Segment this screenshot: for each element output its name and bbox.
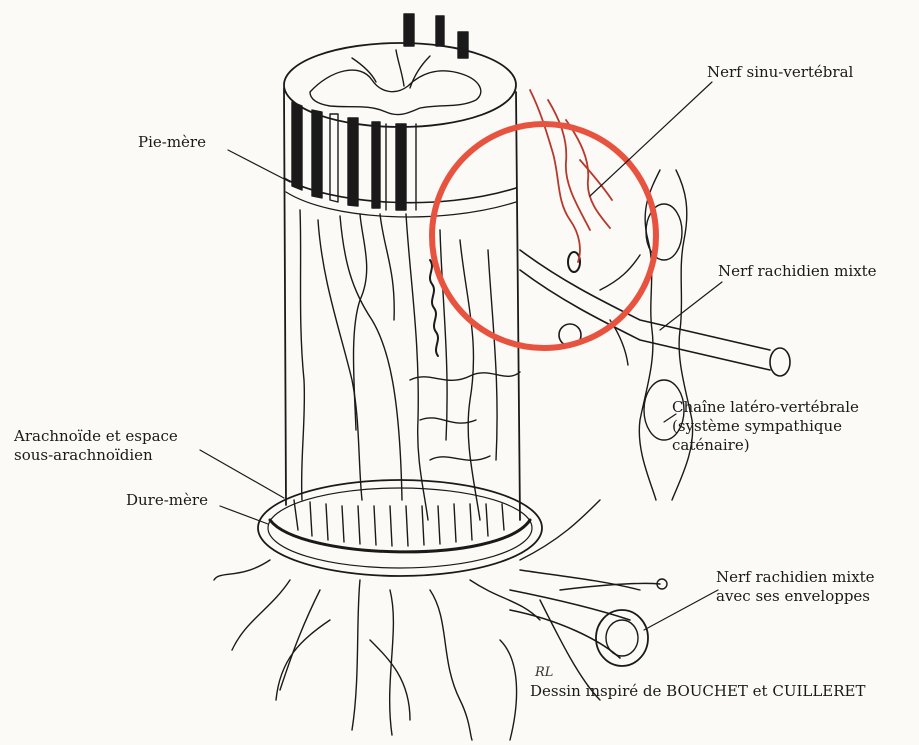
label-chaine-latero-vertebrale: Chaîne latéro-vertébrale (système sympat… [672,398,859,455]
sinu-vertebral-nerve [530,90,612,262]
label-line: avec ses enveloppes [716,587,875,606]
label-dure-mere: Dure-mère [126,491,208,510]
label-line: sous-arachnoïdien [14,446,178,465]
label-pie-mere: Pie-mère [138,133,206,152]
dura-mater-ring [258,480,542,576]
label-line: Chaîne latéro-vertébrale [672,398,859,417]
drawing-credit: Dessin inspiré de BOUCHET et CUILLERET [530,682,866,701]
label-line: caténaire) [672,436,859,455]
label-line: Arachnoïde et espace [14,427,178,446]
spinal-cord-cylinder [284,14,520,520]
label-arachnoide: Arachnoïde et espace sous-arachnoïdien [14,427,178,465]
label-nerf-sinu-vertebral: Nerf sinu-vertébral [707,63,853,82]
label-line: Nerf rachidien mixte [716,568,875,587]
spinal-nerve-sheathed [510,579,667,666]
roots-below [214,500,640,740]
artist-signature: RL [535,663,553,682]
label-line: (système sympathique [672,417,859,436]
highlight-circle [432,124,656,348]
label-nerf-rachidien-mixte: Nerf rachidien mixte [718,262,877,281]
label-nerf-rachidien-enveloppes: Nerf rachidien mixte avec ses enveloppes [716,568,875,606]
